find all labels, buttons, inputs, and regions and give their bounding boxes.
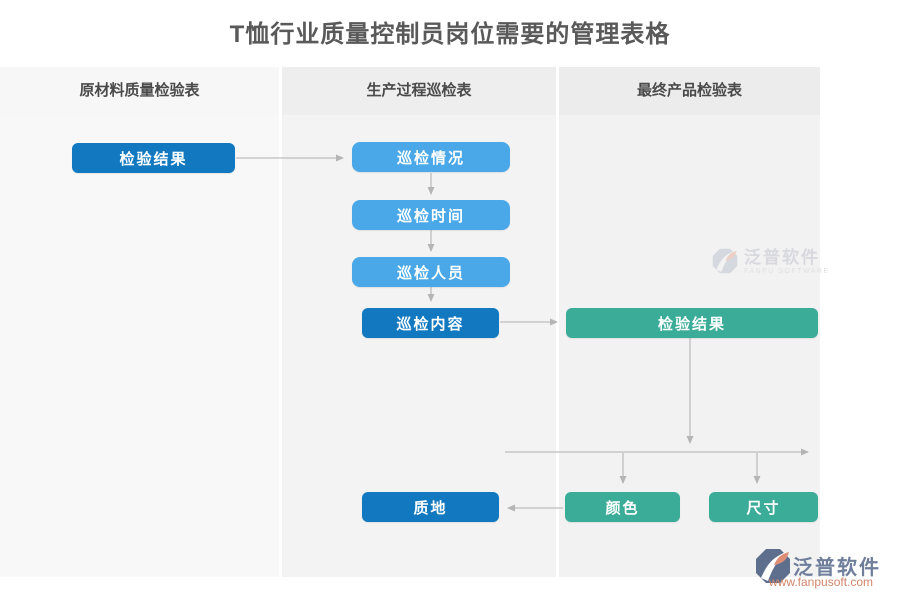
node-patrol-time[interactable]: 巡检时间 [352, 200, 510, 230]
node-texture[interactable]: 质地 [362, 492, 499, 522]
footer-brand: 泛普软件 [793, 557, 881, 579]
node-size[interactable]: 尺寸 [709, 492, 818, 522]
node-patrol-personnel[interactable]: 巡检人员 [352, 257, 510, 287]
footer-website[interactable]: www.fanpusoft.com [769, 575, 874, 589]
watermark-brand-en: FANPU SOFTWARE [744, 268, 830, 275]
node-final-inspection-result[interactable]: 检验结果 [566, 308, 818, 338]
node-raw-inspection-result[interactable]: 检验结果 [72, 143, 235, 173]
fanpu-logo-icon [756, 549, 790, 583]
page-title: T恤行业质量控制员岗位需要的管理表格 [229, 21, 671, 48]
column-header-raw-material: 原材料质量检验表 [0, 67, 279, 115]
column-header-production-process: 生产过程巡检表 [282, 67, 556, 115]
fanpu-logo-watermark-icon [712, 248, 738, 274]
node-color[interactable]: 颜色 [565, 492, 680, 522]
watermark-brand: 泛普软件 [744, 248, 820, 267]
node-patrol-situation[interactable]: 巡检情况 [352, 142, 510, 172]
node-patrol-content[interactable]: 巡检内容 [362, 308, 499, 338]
watermark: 泛普软件 FANPU SOFTWARE [712, 248, 830, 275]
column-header-final-product: 最终产品检验表 [559, 67, 820, 115]
